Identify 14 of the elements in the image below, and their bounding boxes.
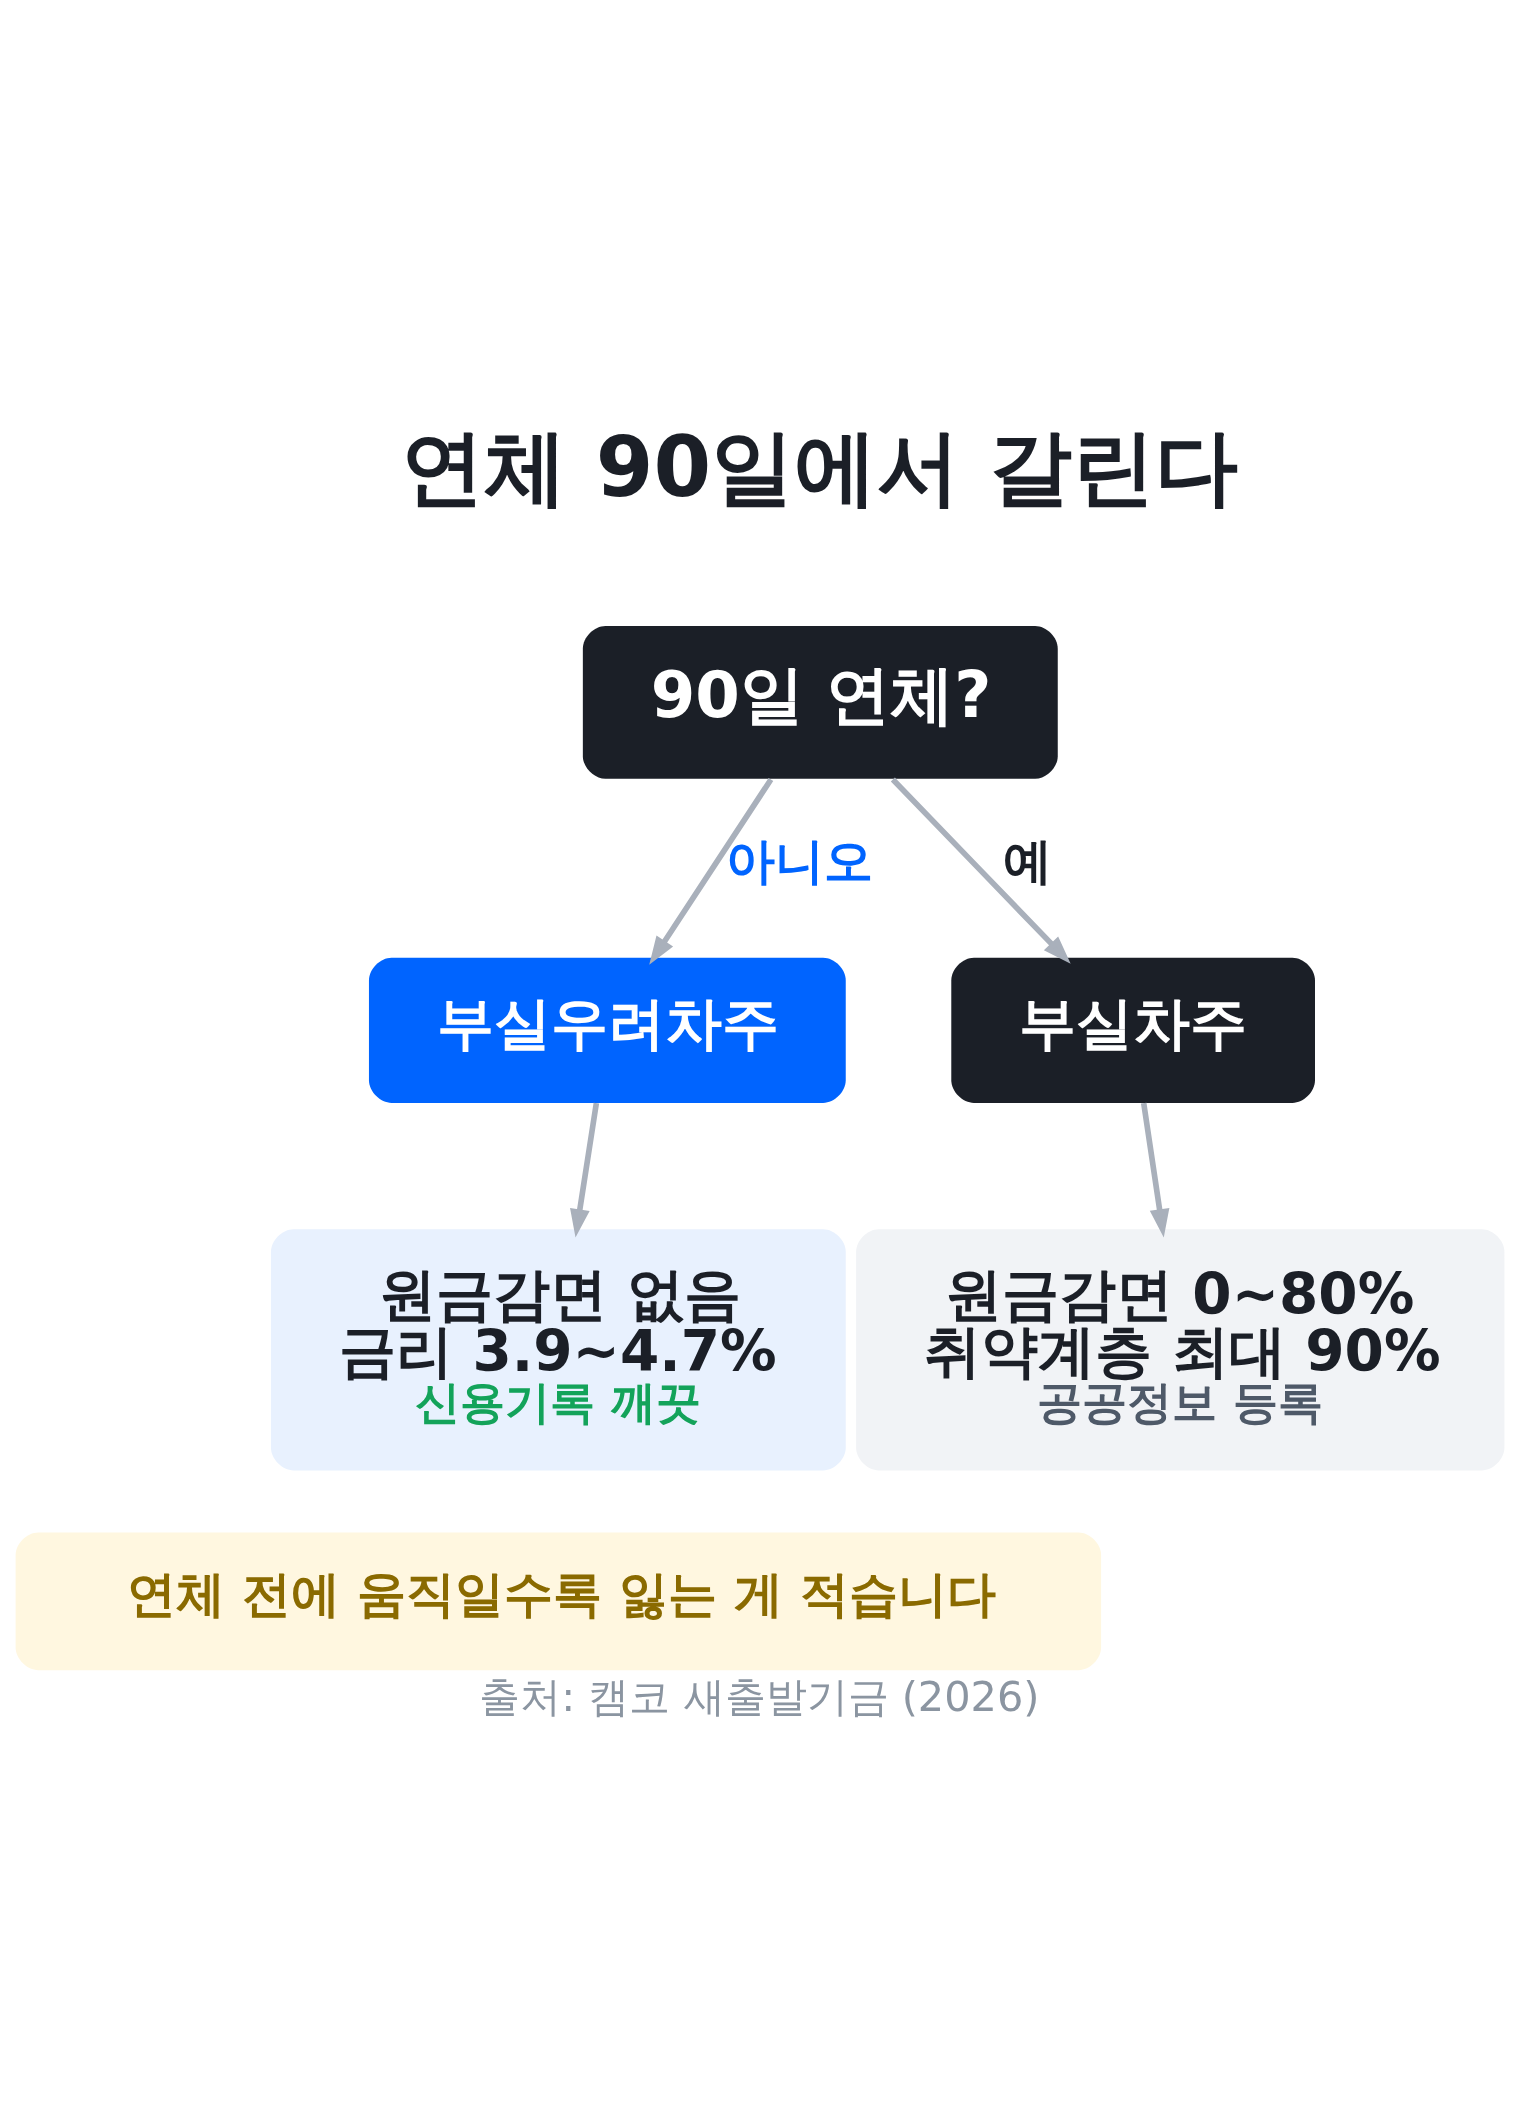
arrow: [649, 777, 774, 965]
edge-label: 아니오: [726, 832, 874, 890]
edge-label: 예: [1003, 832, 1053, 890]
node-box: 원금감면 0~80% 취약계층 최대 90% 공공정보 등록: [856, 1228, 1505, 1470]
arrow: [570, 1102, 600, 1237]
node-box: 90일 연체?: [582, 625, 1058, 779]
node-box: 부실차주: [951, 957, 1315, 1103]
caption: 출처: 캠코 새출발기금 (2026): [479, 1672, 1040, 1721]
diagram-title: 연체 90일에서 갈린다: [400, 418, 1239, 516]
node-box: 원금감면 없음 금리 3.9~4.7% 신용기록 깨끗: [270, 1228, 846, 1470]
node-box: 연체 전에 움직일수록 잃는 게 적습니다: [15, 1532, 1102, 1670]
arrow: [1140, 1102, 1170, 1237]
node-box: 부실우려차주: [368, 957, 846, 1103]
arrow: [890, 777, 1071, 964]
